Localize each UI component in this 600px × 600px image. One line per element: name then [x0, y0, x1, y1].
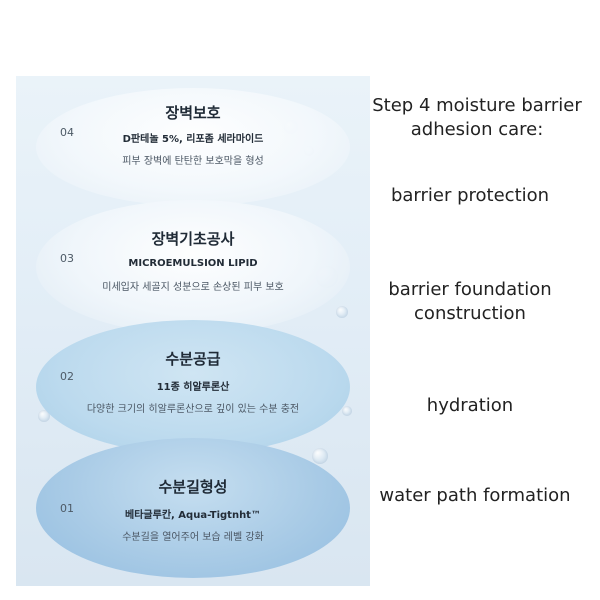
step-ingredient: D판테놀 5%, 리포좀 세라마이드 [122, 134, 264, 145]
step-title: 장벽기초공사 [151, 230, 235, 248]
translation-step-3-line: construction [414, 303, 526, 324]
step-number: 02 [60, 370, 74, 383]
product-steps-panel: 04 장벽보호 D판테놀 5%, 리포좀 세라마이드 피부 장벽에 탄탄한 보호… [16, 76, 370, 586]
translation-step-1: water path formation [379, 485, 571, 506]
step-1-ellipse [36, 438, 350, 578]
water-droplet-icon [336, 306, 348, 318]
step-description: 수분길을 열어주어 보습 레벨 강화 [122, 532, 264, 543]
translation-step-4: barrier protection [390, 185, 550, 206]
water-droplet-icon [312, 448, 328, 464]
step-description: 미세입자 세골지 성분으로 손상된 피부 보호 [102, 282, 284, 293]
step-title: 수분공급 [165, 350, 221, 368]
translation-heading: Step 4 moisture barrier adhesion care: [362, 94, 592, 142]
translation-step-3: barrier foundation construction [370, 278, 570, 326]
step-description: 피부 장벽에 탄탄한 보호막을 형성 [122, 156, 264, 167]
translation-heading-line: adhesion care: [410, 119, 544, 140]
step-title: 장벽보호 [165, 104, 221, 122]
step-ingredient: 베타글루칸, Aqua-Tigtnht™ [125, 510, 261, 521]
step-number: 03 [60, 252, 74, 265]
water-droplet-icon [342, 406, 352, 416]
translation-heading-line: Step 4 moisture barrier [372, 95, 582, 116]
step-title: 수분길형성 [158, 478, 228, 496]
step-description: 다양한 크기의 히알루론산으로 깊이 있는 수분 충전 [86, 404, 300, 415]
step-number: 04 [60, 126, 74, 139]
translation-step-3-line: barrier foundation [388, 279, 552, 300]
water-droplet-icon [38, 410, 50, 422]
step-2-ellipse [36, 320, 350, 454]
translation-step-2: hydration [426, 395, 514, 416]
step-4-ellipse [36, 88, 350, 206]
step-ingredient: MICROEMULSION LIPID [128, 258, 258, 269]
step-3-ellipse [36, 200, 350, 334]
step-ingredient: 11종 히알루론산 [156, 382, 230, 393]
step-number: 01 [60, 502, 74, 515]
